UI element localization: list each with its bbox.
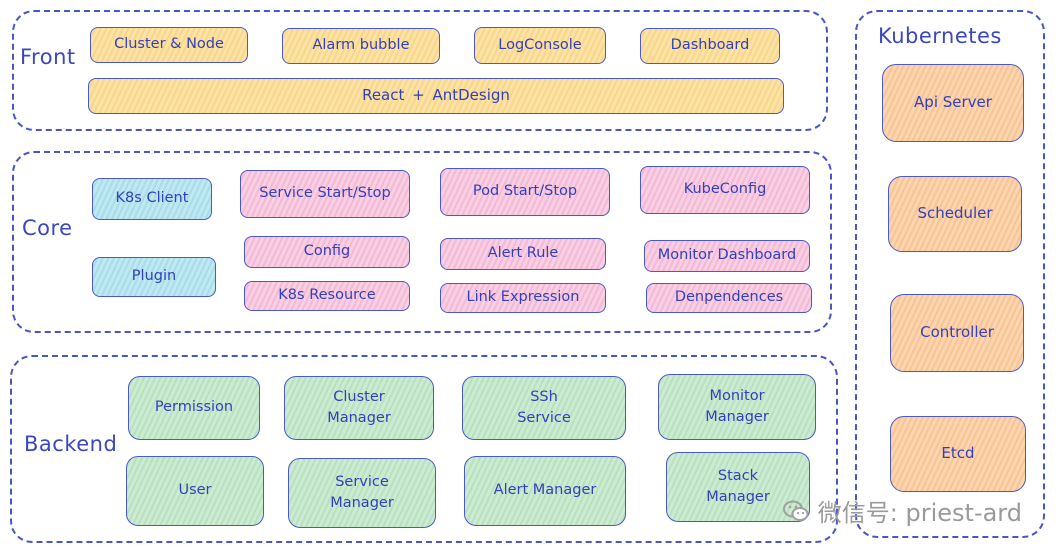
config-box: Config [244,236,410,268]
user-box: User [126,456,264,526]
permission-box: Permission [128,376,260,440]
link-expression-box: Link Expression [440,283,606,313]
core-label: Core [22,216,73,240]
react-antdesign-box: React + AntDesign [88,78,784,114]
pod-start-stop-box: Pod Start/Stop [440,168,610,216]
api-server-box: Api Server [882,64,1024,142]
watermark: 微信号: priest-ard [782,493,1022,528]
dependences-box: Denpendences [646,283,812,313]
core-layer [12,151,832,333]
front-layer [12,10,828,131]
cluster-manager-box: Cluster Manager [284,376,434,440]
etcd-box: Etcd [890,416,1026,492]
front-label: Front [20,45,76,69]
service-start-stop-box: Service Start/Stop [240,170,410,218]
alert-manager-box: Alert Manager [464,456,626,526]
cluster-node-box: Cluster & Node [90,27,248,63]
watermark-text: 微信号: priest-ard [817,499,1022,527]
alert-rule-box: Alert Rule [440,238,606,270]
monitor-dashboard-box: Monitor Dashboard [644,240,810,272]
kubeconfig-box: KubeConfig [640,166,810,214]
monitor-manager-box: Monitor Manager [658,374,816,440]
scheduler-box: Scheduler [888,176,1022,252]
alarm-bubble-box: Alarm bubble [282,28,440,64]
backend-label: Backend [24,432,118,456]
stack-manager-box: Stack Manager [666,452,810,522]
kubernetes-label: Kubernetes [878,24,1002,48]
kubernetes-layer [855,10,1045,538]
dashboard-box: Dashboard [640,28,780,64]
logconsole-box: LogConsole [474,27,606,64]
k8s-resource-box: K8s Resource [244,281,410,311]
controller-box: Controller [890,294,1024,372]
k8s-client-box: K8s Client [92,178,212,220]
plugin-box: Plugin [92,257,216,297]
backend-layer [10,355,838,543]
ssh-service-box: SSh Service [462,376,626,440]
wechat-icon [782,500,809,521]
service-manager-box: Service Manager [288,458,436,528]
